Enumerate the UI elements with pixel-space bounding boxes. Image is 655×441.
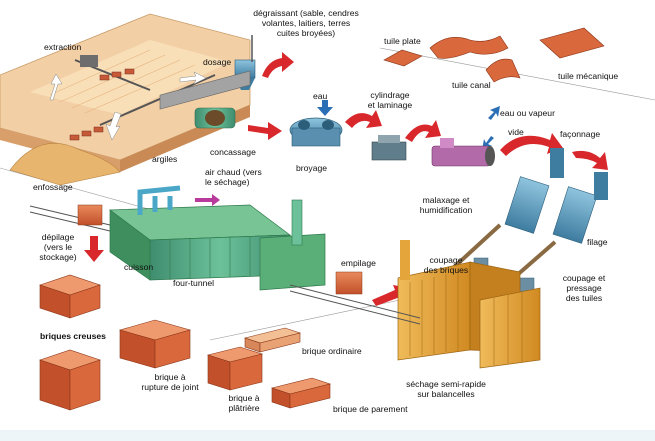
rails [29,205,421,325]
label-degraissant: dégraissant (sable, cendres volantes, la… [253,8,359,38]
label-extraction: extraction [44,42,82,52]
label-faconnage: façonnage [560,129,601,139]
label-eau-vapeur: eau ou vapeur [500,108,555,118]
label-coupage-briques: coupage des briques [423,255,469,275]
label-cylindrage: cylindrage et laminage [367,90,413,110]
label-briques-creuses: briques creuses [40,331,106,341]
label-parement: brique de parement [333,404,408,414]
tiles [383,27,605,83]
product-bricks [39,274,332,411]
label-rupture-joint: brique à rupture de joint [141,372,199,392]
label-coupage-tuiles: coupage et pressage des tuiles [562,273,606,303]
dryer [397,240,541,369]
label-enfossage: enfossage [33,182,73,192]
label-cuisson: cuisson [124,262,154,272]
label-argiles: argiles [152,154,178,164]
bottom-band [0,430,655,441]
label-brique-ordinaire: brique ordinaire [302,346,362,356]
label-tuile-plate: tuile plate [384,36,421,46]
tunnel-kiln [108,185,326,291]
label-tuile-canal: tuile canal [452,80,491,90]
label-filage: filage [587,237,608,247]
label-dosage: dosage [203,57,232,67]
label-air-chaud: air chaud (vers le séchage) [205,167,262,187]
dosage-station [159,35,256,129]
label-empilage: empilage [341,258,376,268]
label-concassage: concassage [210,147,256,157]
label-tuile-mecanique: tuile mécanique [558,71,619,81]
broyage-machine [289,117,343,147]
brick-stacks [77,204,363,295]
label-eau: eau [313,91,328,101]
malaxage-machine [431,138,495,167]
cylindrage-machine [371,135,407,161]
label-depilage: dépilage (vers le stockage) [39,232,77,262]
label-broyage: broyage [296,163,328,173]
label-sechage: séchage semi-rapide sur balancelles [406,379,486,399]
label-vide: vide [508,127,524,137]
quarry [0,13,251,186]
label-four-tunnel: four-tunnel [173,278,215,288]
label-platriere: brique à plâtrière [228,393,260,413]
label-malaxage: malaxage et humidification [419,195,473,215]
